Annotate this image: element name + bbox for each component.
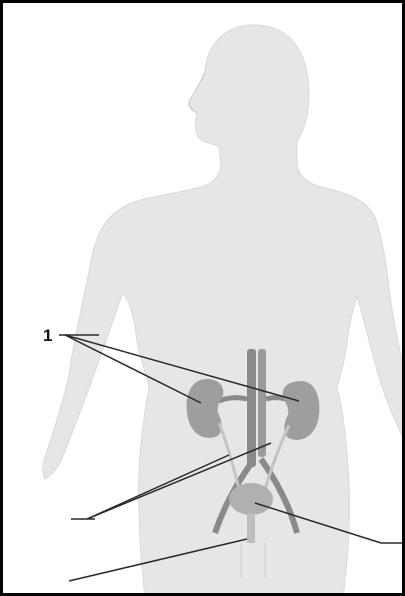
vena-cava	[258, 349, 266, 457]
bladder	[229, 483, 273, 515]
urinary-system-diagram: 1	[3, 3, 405, 596]
urethra	[247, 513, 255, 543]
label-1: 1	[43, 326, 52, 345]
